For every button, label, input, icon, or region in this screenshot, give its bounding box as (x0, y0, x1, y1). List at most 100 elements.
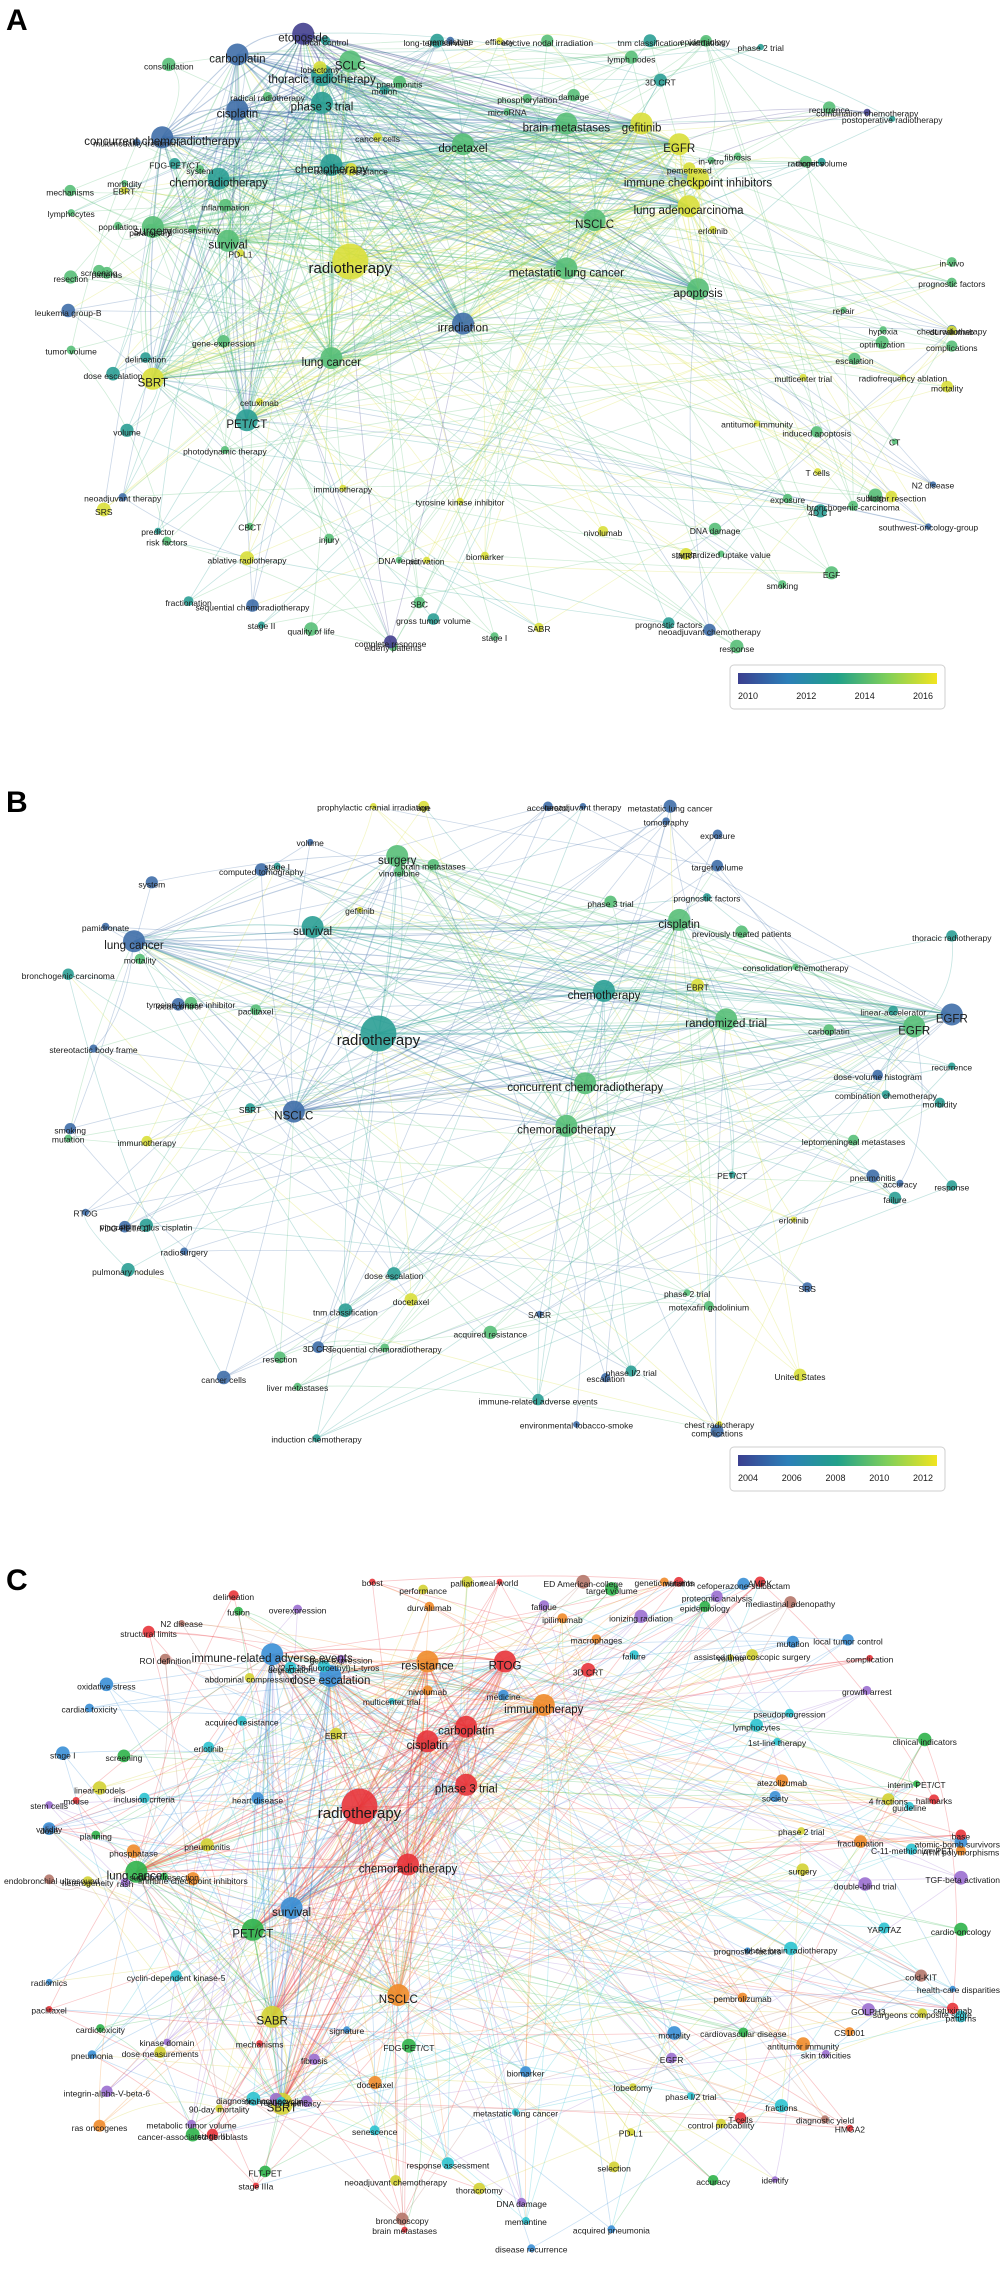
network-node (490, 632, 499, 641)
network-node (423, 556, 431, 564)
network-edge (272, 1581, 679, 1655)
node-label: erlotinib (194, 1744, 224, 1754)
network-node (522, 93, 532, 103)
network-edge (246, 107, 830, 421)
network-edge (271, 1806, 360, 2018)
network-edge (566, 1018, 727, 1127)
network-edge (144, 226, 154, 379)
network-edge (117, 225, 699, 290)
network-edge (49, 2008, 347, 2031)
network-edge (462, 143, 929, 527)
network-edge (374, 1848, 912, 2083)
network-edge (49, 2008, 675, 2036)
network-edge (539, 1125, 567, 1315)
network-node (246, 599, 259, 612)
network-edge (290, 1667, 922, 1976)
network-edge (133, 841, 311, 942)
network-edge (175, 1675, 331, 1977)
network-edge (148, 1631, 282, 2102)
network-edge (665, 820, 941, 1103)
network-edge (152, 143, 680, 380)
network-edge (462, 323, 952, 347)
network-edge (237, 54, 699, 290)
network-edge (321, 74, 567, 125)
network-edge (227, 122, 642, 242)
network-edge (252, 1704, 545, 1931)
network-edge (223, 219, 595, 342)
network-edge (331, 205, 689, 359)
network-edge (144, 1797, 526, 2073)
network-edge (359, 1741, 778, 1807)
node-label: chemoradiotherapy (169, 178, 268, 190)
network-edge (237, 54, 567, 269)
network-edge (330, 1675, 428, 1742)
node-label: chest radiotherapy (917, 327, 988, 337)
network-edge (306, 1741, 428, 2102)
network-edge (290, 1667, 504, 1696)
network-edge (136, 1661, 428, 1873)
node-label: pulmonary nodules (92, 1267, 164, 1277)
network-edge (349, 261, 391, 642)
network-node (134, 953, 146, 965)
node-label: consolidation chemotherapy (743, 963, 850, 973)
network-edge (271, 1661, 506, 2018)
network-edge (152, 40, 451, 228)
network-edge (246, 419, 929, 527)
network-edge (566, 268, 876, 496)
network-edge (89, 1661, 506, 1709)
network-edge (152, 40, 451, 228)
network-edge (237, 53, 689, 207)
network-edge (124, 190, 713, 231)
network-edge (237, 54, 332, 166)
node-label: 3D CRT (645, 77, 676, 87)
network-node (750, 1718, 763, 1732)
network-edge (359, 1806, 744, 2033)
legend-tick: 2010 (738, 691, 758, 701)
network-node (64, 270, 78, 284)
network-edge (506, 111, 567, 269)
network-edge (462, 288, 699, 325)
network-edge (302, 33, 783, 585)
network-edge (237, 109, 344, 489)
network-edge (390, 323, 464, 642)
network-edge (232, 109, 248, 421)
network-edge (394, 1994, 405, 2230)
network-node (455, 1715, 478, 1738)
network-edge (359, 1806, 782, 2107)
network-node (480, 551, 489, 560)
node-label: pneumonitis (377, 79, 423, 89)
network-node (330, 1727, 343, 1740)
network-edge (547, 805, 952, 1015)
network-edge (145, 357, 332, 364)
node-label: senescence (352, 2127, 398, 2137)
node-label: immunotherapy (118, 1138, 177, 1148)
node-label: injury (319, 535, 340, 545)
network-edge (427, 1740, 783, 1781)
network-node (727, 1654, 734, 1661)
network-edge (566, 1018, 727, 1127)
network-edge (685, 329, 953, 555)
network-edge (427, 1741, 522, 2203)
network-edge (321, 40, 705, 104)
node-label: tnm classification (313, 1308, 378, 1318)
network-edge (393, 919, 680, 1275)
network-edge (271, 1654, 307, 2102)
network-edge (321, 74, 699, 290)
network-node (246, 2091, 261, 2106)
network-edge (106, 1653, 273, 1685)
network-edge (704, 40, 893, 120)
network-edge (152, 96, 268, 379)
network-edge (594, 161, 822, 221)
network-edge (224, 123, 642, 451)
network-edge (293, 806, 671, 1112)
network-node (774, 2099, 789, 2113)
node-label: immune-related adverse events (192, 1653, 353, 1665)
network-edge (67, 973, 412, 1300)
network-node (814, 468, 822, 476)
network-node (180, 1247, 188, 1256)
network-edge (321, 74, 642, 125)
network-edge (106, 1726, 467, 2092)
node-label: boost (362, 1578, 383, 1588)
network-edge (321, 75, 420, 603)
network-edge (747, 1869, 803, 1951)
